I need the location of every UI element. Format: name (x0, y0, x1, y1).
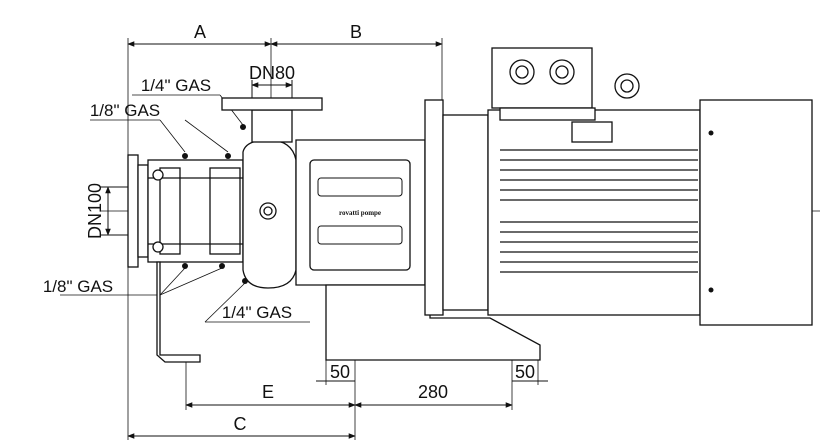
bolts (182, 124, 714, 293)
dim-b: B (350, 22, 362, 42)
inlet-flange (127, 154, 139, 268)
motor-body (487, 109, 701, 316)
dim-50-right: 50 (515, 362, 535, 382)
gas-quarter-top-label: 1/4" GAS (141, 76, 211, 95)
terminal-box (491, 47, 593, 109)
outlet-nozzle (251, 109, 293, 143)
gas-eighth-bottom-label: 1/8" GAS (43, 277, 113, 296)
dn100-label: DN100 (85, 183, 105, 239)
dim-e: E (262, 382, 274, 402)
motor-fan-cover (699, 99, 813, 326)
brand-text: rovatti pompe (339, 209, 381, 217)
dn80-label: DN80 (249, 63, 295, 83)
motor-fins (500, 149, 698, 273)
dimension-lines (100, 41, 548, 439)
extension-lines (127, 38, 539, 440)
pump-foot (156, 261, 201, 363)
dim-a: A (194, 22, 206, 42)
dim-280: 280 (418, 382, 448, 402)
gas-quarter-bottom-label: 1/4" GAS (222, 303, 292, 322)
gas-eighth-top-label: 1/8" GAS (90, 101, 160, 120)
dim-50-left: 50 (330, 362, 350, 382)
nameplate-slots (317, 177, 403, 245)
leader-lines (60, 94, 310, 323)
dim-c: C (234, 414, 247, 434)
outlet-flange (221, 97, 323, 111)
motor-flange (424, 99, 444, 316)
pump-assembly (127, 47, 813, 363)
